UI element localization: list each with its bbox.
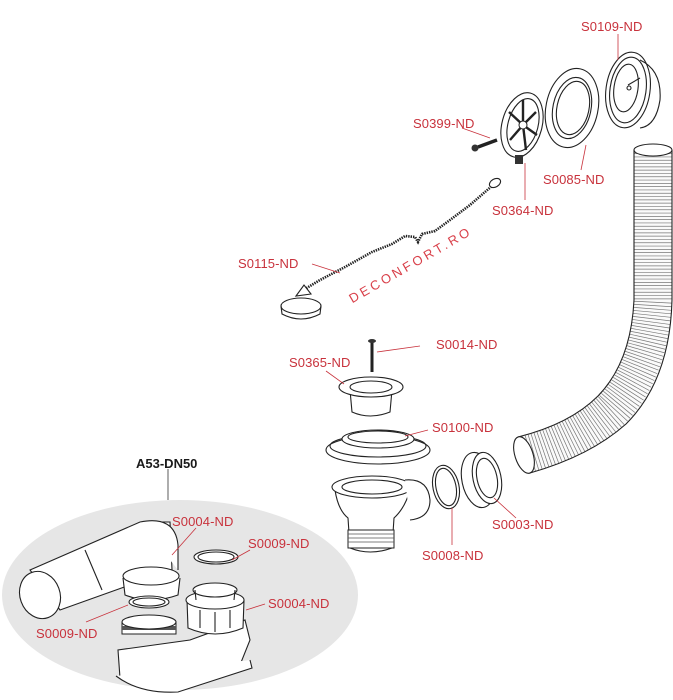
label-cone-seal: S0008-ND bbox=[422, 548, 484, 563]
label-kit-union-nut-elbow: S0004-ND bbox=[172, 514, 234, 529]
label-overflow-body: S0109-ND bbox=[581, 19, 643, 34]
leader-lines bbox=[85, 34, 619, 623]
overflow-grille-drawing bbox=[500, 92, 544, 164]
flexible-hose-drawing bbox=[513, 143, 673, 474]
label-overflow-gasket: S0085-ND bbox=[543, 172, 605, 187]
overflow-body-drawing bbox=[605, 51, 661, 129]
overflow-gasket-drawing bbox=[544, 67, 600, 149]
drain-flange-drawing bbox=[338, 376, 404, 417]
label-chain-plug: S0115-ND bbox=[238, 256, 299, 271]
label-drain-gasket: S0100-ND bbox=[432, 420, 494, 435]
label-kit-seal-upper: S0009-ND bbox=[248, 536, 310, 551]
drain-screw-drawing bbox=[368, 339, 376, 372]
label-connection-nut: S0003-ND bbox=[492, 517, 554, 532]
kit-drawing bbox=[18, 520, 253, 693]
label-overflow-screw: S0399-ND bbox=[413, 116, 475, 131]
label-drain-flange: S0365-ND bbox=[289, 355, 351, 370]
chain-plug-drawing bbox=[280, 177, 502, 320]
label-kit-union-nut-riser: S0004-ND bbox=[268, 596, 330, 611]
drain-body-drawing bbox=[331, 475, 431, 553]
label-overflow-grille: S0364-ND bbox=[492, 203, 554, 218]
overflow-screw-drawing bbox=[471, 138, 498, 152]
cone-seal-drawing bbox=[431, 464, 461, 510]
connection-nut-drawing bbox=[460, 451, 503, 509]
label-kit-seal-lower: S0009-ND bbox=[36, 626, 98, 641]
kit-title: A53-DN50 bbox=[136, 456, 198, 471]
label-drain-screw: S0014-ND bbox=[436, 337, 498, 352]
drain-gasket-drawing bbox=[325, 429, 431, 465]
